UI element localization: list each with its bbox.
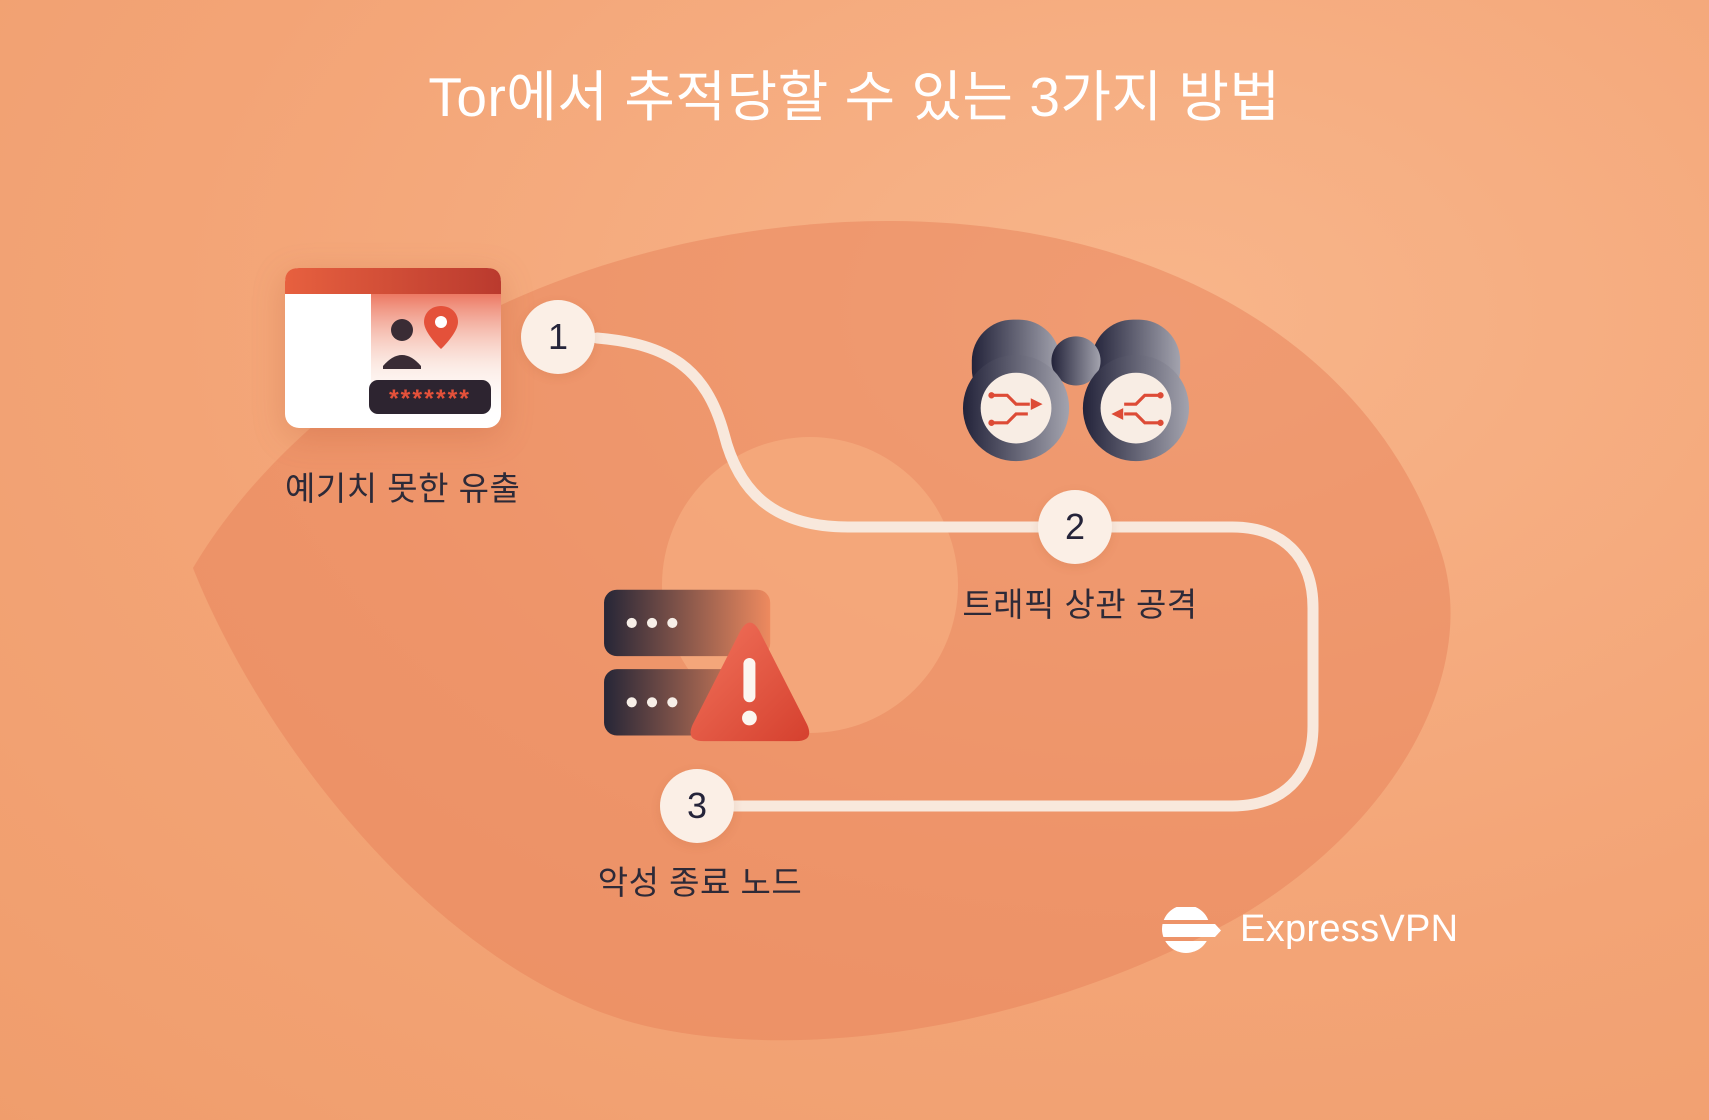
- browser-window-icon: *******: [285, 268, 501, 428]
- server-stack-icon: [604, 589, 810, 742]
- step-badge-1: 1: [521, 300, 595, 374]
- step-label-3: 악성 종료 노드: [597, 864, 803, 901]
- warning-triangle-icon: [690, 622, 810, 742]
- left-lens: [980, 372, 1052, 444]
- brand-name: ExpressVPN: [1240, 907, 1459, 950]
- browser-titlebar: [285, 268, 501, 294]
- circuit-arrows: [988, 392, 1164, 426]
- user-silhouette-icon: [383, 319, 421, 369]
- password-mask-text: *******: [389, 385, 471, 413]
- brand-logo: ExpressVPN: [1160, 898, 1458, 960]
- step-badge-2: 2: [1038, 490, 1112, 564]
- expressvpn-logo-icon: [1162, 907, 1221, 953]
- page-title: Tor에서 추적당할 수 있는 3가지 방법: [428, 66, 1281, 128]
- location-pin-icon: [424, 306, 458, 349]
- step-label-2: 트래픽 상관 공격: [962, 586, 1198, 623]
- browser-window-leak-icon: *******: [285, 268, 501, 428]
- step-badge-3: 3: [660, 769, 734, 843]
- step-label-1: 예기치 못한 유출: [285, 470, 521, 507]
- binoculars-icon: [962, 319, 1190, 462]
- right-lens: [1100, 372, 1172, 444]
- server-warning-icon: [595, 586, 830, 766]
- binoculars-surveillance-icon: [948, 298, 1204, 470]
- circuit-traces: [991, 393, 1161, 425]
- password-field: *******: [369, 380, 491, 414]
